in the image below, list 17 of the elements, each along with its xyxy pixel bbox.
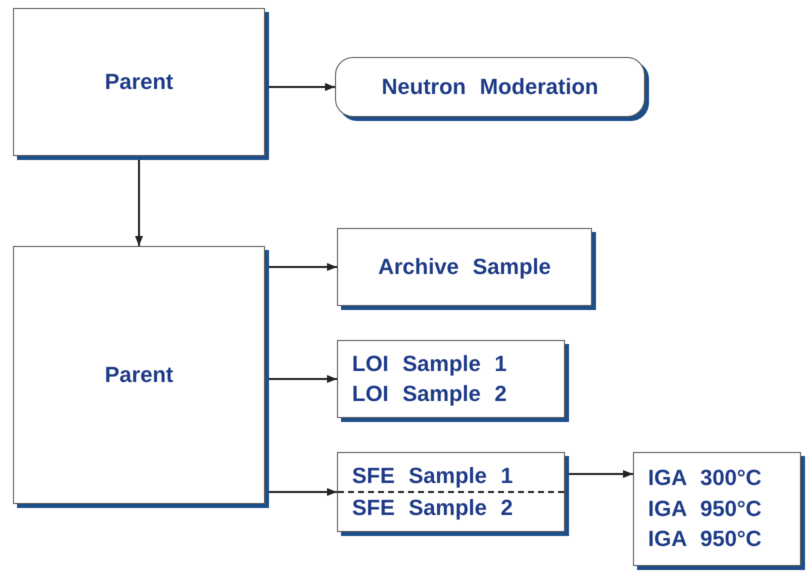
arrow (269, 83, 335, 91)
box-text: Neutron Moderation (382, 74, 598, 100)
arrow (569, 470, 633, 478)
box-text: Parent (104, 362, 174, 388)
box-text: IGA 300°C (647, 464, 762, 492)
box-text: LOI Sample 2 (351, 380, 508, 408)
box-text: Archive Sample (378, 254, 551, 280)
box-text: LOI Sample 1 (351, 350, 508, 378)
arrow (135, 160, 143, 246)
arrow (269, 488, 337, 496)
box-text: IGA 950°C (647, 494, 762, 523)
arrow (269, 375, 337, 383)
box-text: SFE Sample 2 (338, 491, 564, 524)
arrow (269, 263, 337, 271)
box-text: Parent (104, 68, 174, 96)
box-text: IGA 950°C (647, 525, 762, 554)
box-text: SFE Sample 1 (351, 462, 514, 490)
